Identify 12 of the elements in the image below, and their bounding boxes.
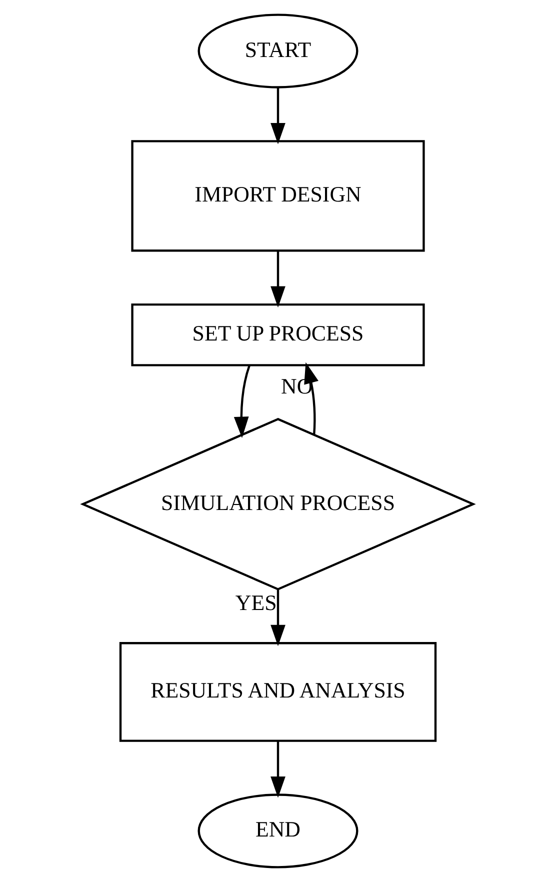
arrow (270, 251, 286, 308)
arrow (270, 741, 286, 798)
arrow (304, 362, 318, 435)
node-box: SET UP PROCESS (131, 303, 425, 366)
arrow (270, 589, 286, 646)
arrow (234, 365, 250, 438)
node-box: IMPORT DESIGN (131, 140, 425, 252)
node-box: RESULTS AND ANALYSIS (119, 642, 437, 742)
arrow (270, 88, 286, 144)
edge-label: YES (235, 590, 277, 615)
node-ellipse: END (198, 794, 358, 868)
node-ellipse: START (198, 14, 358, 88)
